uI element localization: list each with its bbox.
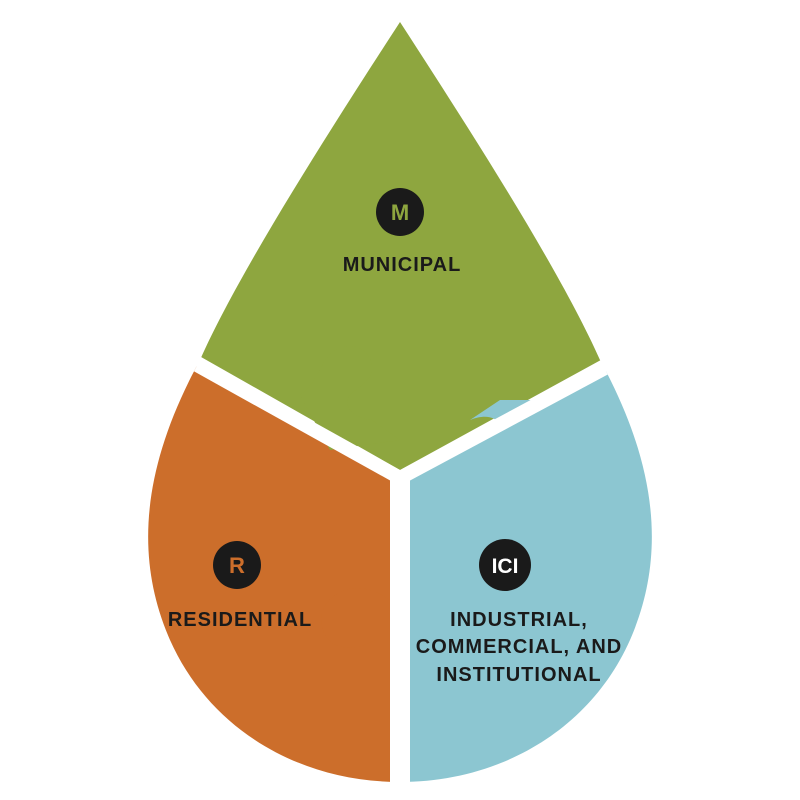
ici-puzzle-tab — [470, 400, 580, 500]
residential-badge: R — [213, 541, 261, 589]
ici-segment — [410, 368, 652, 782]
ici-label-line-1: INDUSTRIAL, — [450, 609, 588, 631]
municipal-label: MUNICIPAL — [343, 254, 462, 276]
ici-badge: ICI — [479, 539, 531, 591]
municipal-badge-letter: M — [391, 200, 409, 225]
municipal-badge: M — [376, 188, 424, 236]
separator-left — [166, 343, 404, 485]
residential-label: RESIDENTIAL — [168, 609, 312, 631]
municipal-puzzle-tab — [300, 345, 400, 450]
ici-label-line-3: INSTITUTIONAL — [436, 664, 601, 686]
residential-segment — [148, 360, 390, 782]
residential-puzzle-tab — [321, 588, 390, 648]
separator-right — [396, 353, 624, 485]
residential-badge-letter: R — [229, 553, 245, 578]
ici-label-line-2: COMMERCIAL, AND — [416, 636, 622, 658]
ici-badge-letters: ICI — [492, 555, 519, 578]
